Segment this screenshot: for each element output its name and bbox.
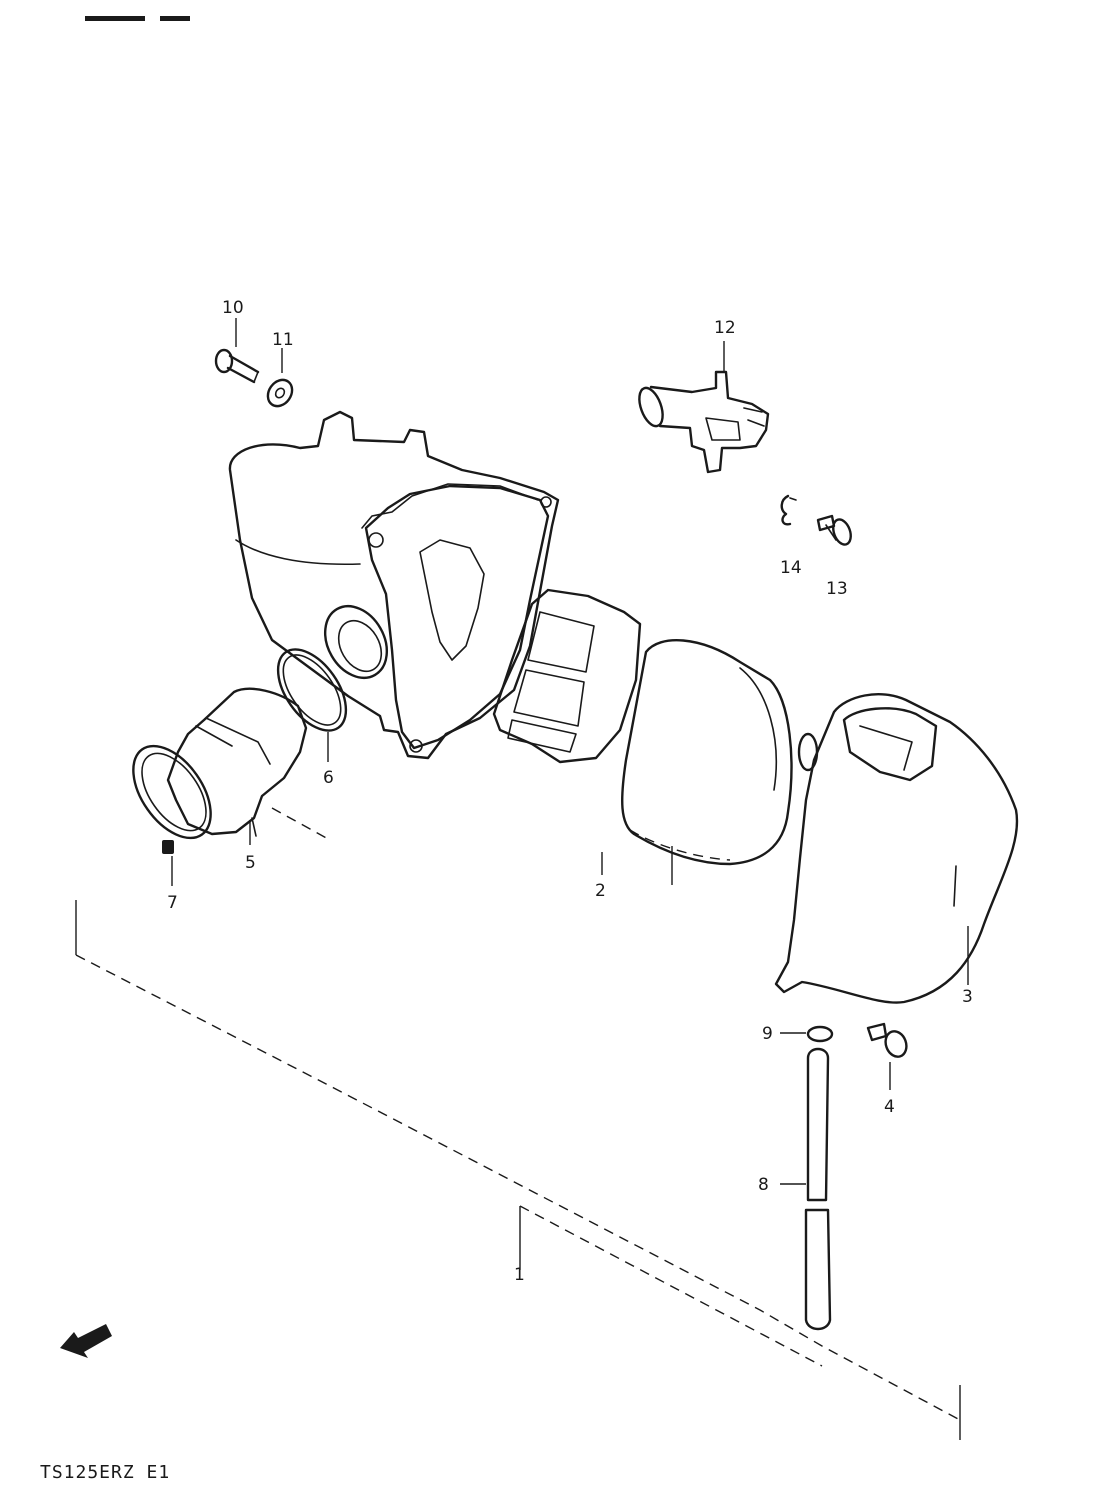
label-part-8: 8	[758, 1175, 769, 1195]
label-part-6: 6	[323, 768, 334, 788]
model-code: TS125ERZ E1	[40, 1462, 170, 1483]
label-part-14: 14	[780, 558, 802, 578]
label-part-2: 2	[595, 881, 606, 901]
filter-cage[interactable]	[492, 588, 642, 764]
label-part-11: 11	[272, 330, 294, 350]
part-10-bolt[interactable]	[214, 318, 260, 384]
part-2-filter-element[interactable]	[620, 639, 793, 866]
header-mark	[85, 16, 190, 21]
part-4-screw[interactable]	[866, 1022, 910, 1090]
label-part-12: 12	[714, 318, 736, 338]
part-11-washer[interactable]	[263, 348, 297, 411]
label-part-1: 1	[514, 1265, 525, 1285]
direction-arrow-icon	[60, 1324, 112, 1358]
part-5-intake-boot[interactable]	[166, 687, 308, 845]
label-part-9: 9	[762, 1024, 773, 1044]
assembly-outline	[75, 807, 969, 1440]
label-part-3: 3	[962, 987, 973, 1007]
part-1-air-cleaner-case[interactable]	[228, 410, 560, 760]
part-6-o-ring[interactable]	[264, 637, 359, 762]
label-part-4: 4	[884, 1097, 895, 1117]
part-7-clamp[interactable]	[118, 732, 227, 886]
part-12-valve[interactable]	[635, 341, 770, 474]
part-13-screw[interactable]	[816, 514, 854, 547]
part-3-cover[interactable]	[774, 693, 1019, 1004]
label-part-7: 7	[167, 893, 178, 913]
part-8-drain-hose[interactable]	[780, 1047, 832, 1331]
label-part-5: 5	[245, 853, 256, 873]
label-part-10: 10	[222, 298, 244, 318]
label-part-13: 13	[826, 579, 848, 599]
part-14-clip[interactable]	[780, 494, 797, 526]
part-9-clip[interactable]	[780, 1025, 834, 1043]
